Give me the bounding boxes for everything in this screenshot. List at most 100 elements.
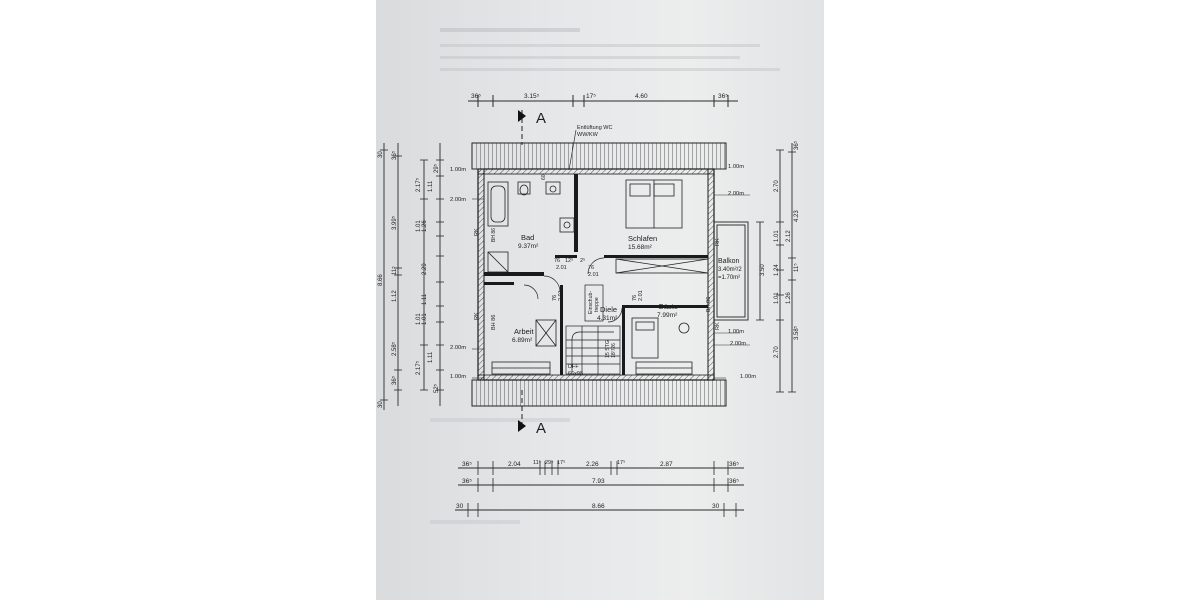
svg-text:11⁵: 11⁵ — [391, 266, 398, 275]
svg-text:2.17⁵: 2.17⁵ — [415, 360, 422, 375]
svg-text:DFF: DFF — [568, 364, 579, 370]
dim-top-3: 17⁵ — [586, 93, 596, 100]
svg-text:Einschub-: Einschub- — [588, 291, 594, 314]
top-dimension-chain: 36⁵ 3.15⁵ 17⁵ 4.60 36⁵ — [468, 93, 738, 107]
room-schlafen: Schlafen 15.68m² — [628, 234, 657, 251]
sink-icon — [545, 181, 575, 233]
svg-text:17⁵: 17⁵ — [617, 459, 625, 466]
svg-text:29⁵: 29⁵ — [433, 163, 440, 173]
paper-sheet — [376, 0, 824, 600]
room-name: Balkon — [718, 258, 740, 265]
svg-text:BH 86: BH 86 — [491, 315, 497, 330]
section-label-bottom: A — [536, 420, 546, 437]
svg-text:3.58⁵: 3.58⁵ — [793, 325, 800, 340]
svg-text:RK: RK — [474, 312, 480, 320]
svg-text:76: 76 — [588, 265, 594, 271]
room-area: 3.40m²/2 — [718, 267, 742, 273]
dim-top-1: 36⁵ — [471, 93, 481, 100]
bottom-dimension-chain-2: 36⁵ 7.93 36⁵ — [458, 478, 744, 492]
svg-text:60: 60 — [541, 174, 547, 180]
svg-text:1.24: 1.24 — [774, 264, 780, 276]
svg-text:2.00m: 2.00m — [450, 197, 466, 203]
svg-text:1.00m: 1.00m — [740, 374, 756, 380]
room-area-half: =1.70m² — [718, 275, 740, 281]
guest-bed — [631, 317, 690, 359]
svg-text:29⁵: 29⁵ — [545, 459, 553, 466]
svg-text:2.26: 2.26 — [586, 461, 599, 468]
right-dimension-chains — [756, 143, 796, 393]
svg-text:1.01: 1.01 — [422, 313, 428, 325]
svg-text:treppe: treppe — [594, 297, 600, 312]
room-name: Schlafen — [628, 234, 657, 243]
toilet-icon — [517, 181, 531, 196]
section-label-top: A — [536, 110, 546, 127]
desk — [535, 319, 557, 347]
svg-text:30: 30 — [456, 503, 464, 510]
svg-text:2.17⁵: 2.17⁵ — [415, 177, 422, 192]
windows — [491, 258, 709, 375]
svg-text:1.01: 1.01 — [416, 220, 422, 232]
room-balkon: Balkon 3.40m²/2 =1.70m² — [718, 258, 742, 281]
svg-text:17⁵: 17⁵ — [557, 459, 565, 466]
svg-text:RK: RK — [715, 238, 721, 246]
section-marker-top: A — [518, 110, 546, 145]
room-diele: Diele 4.31m² — [597, 305, 618, 322]
svg-text:2.70: 2.70 — [774, 180, 780, 192]
svg-text:1.26: 1.26 — [786, 292, 792, 304]
svg-text:8.66: 8.66 — [592, 503, 605, 510]
height-marks — [472, 168, 750, 379]
svg-text:36⁵: 36⁵ — [729, 461, 739, 468]
svg-text:36⁵: 36⁵ — [729, 478, 739, 485]
right-dimension-labels: 36⁵ 4.23 11⁵ 3.58⁵ 2.70 1.01 2.12 1.24 1… — [760, 140, 800, 358]
svg-text:1.12: 1.12 — [392, 290, 398, 302]
svg-text:1.00m: 1.00m — [728, 329, 744, 335]
svg-text:Entlüftung WC: Entlüftung WC — [577, 125, 612, 131]
dim-top-4: 4.60 — [635, 93, 648, 100]
svg-text:3.99⁵: 3.99⁵ — [391, 215, 398, 230]
svg-text:1.01: 1.01 — [416, 313, 422, 325]
svg-text:36⁵: 36⁵ — [462, 478, 472, 485]
svg-text:1.11: 1.11 — [428, 180, 434, 192]
svg-text:8.66: 8.66 — [378, 274, 384, 286]
svg-text:1.00m: 1.00m — [450, 374, 466, 380]
interior-walls — [484, 174, 708, 375]
svg-text:7.93: 7.93 — [592, 478, 605, 485]
bottom-dimension-chain-1: 36⁵ 2.04 11⁵ 29⁵ 17⁵ 2.26 17⁵ 2.87 36⁵ — [458, 459, 744, 475]
room-name: Arbeit — [514, 327, 535, 336]
shower-icon — [487, 251, 509, 273]
room-name: Bad — [521, 233, 534, 242]
balcony — [713, 221, 749, 321]
svg-text:2.87: 2.87 — [660, 461, 673, 468]
svg-text:1.01: 1.01 — [774, 230, 780, 242]
svg-text:2.00m: 2.00m — [730, 341, 746, 347]
svg-text:18⁷/26: 18⁷/26 — [611, 343, 617, 358]
svg-text:2.00m: 2.00m — [450, 345, 466, 351]
room-area: 6.89m² — [512, 337, 533, 344]
svg-text:2.01: 2.01 — [558, 290, 564, 301]
double-bed — [625, 179, 683, 229]
svg-text:BH 86: BH 86 — [706, 297, 712, 312]
svg-text:2.01: 2.01 — [588, 272, 599, 278]
svg-text:BH 86: BH 86 — [491, 228, 497, 242]
svg-text:2.01: 2.01 — [556, 265, 567, 271]
dim-top-5: 36⁵ — [718, 93, 728, 100]
window-labels: BH 86 BH 86 RK RK RK RK 60 BH 86 — [474, 174, 721, 330]
svg-text:3.50: 3.50 — [760, 264, 766, 276]
dim-top-2: 3.15⁵ — [524, 93, 540, 100]
svg-text:1.00m: 1.00m — [450, 167, 466, 173]
bathtub — [487, 181, 509, 227]
svg-text:36⁵: 36⁵ — [391, 150, 398, 160]
room-area: 15.68m² — [628, 244, 653, 251]
svg-text:52⁵: 52⁵ — [433, 383, 440, 393]
room-arbeit: Arbeit 6.89m² — [512, 327, 535, 344]
left-dimension-labels: 30 8.66 30 36⁵ 3.99⁵ 11⁵ 1.12 2.58⁵ 36⁵ … — [378, 150, 440, 408]
room-area: 9.37m² — [518, 243, 539, 250]
svg-text:2.70: 2.70 — [774, 346, 780, 358]
pull-down-stair — [584, 284, 604, 322]
svg-text:2⁵: 2⁵ — [580, 257, 585, 264]
svg-text:1.01: 1.01 — [774, 292, 780, 304]
room-area: 4.31m² — [597, 315, 618, 322]
svg-text:2.29: 2.29 — [422, 263, 428, 275]
bleed-through-text — [430, 28, 780, 524]
